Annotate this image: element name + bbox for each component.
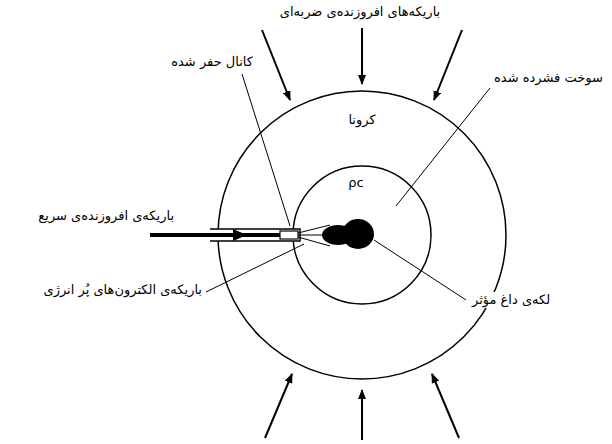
compression-beam — [265, 374, 292, 438]
callout-label: سوخت فشرده شده — [492, 70, 605, 86]
compression-beam — [361, 28, 363, 84]
ignitor-beam — [150, 233, 246, 237]
hot-spot — [342, 219, 374, 249]
callout-label: کانال حفر شده — [169, 54, 255, 70]
leader-line — [242, 74, 290, 226]
region-label: ρc — [348, 175, 363, 191]
ignitor-beam — [246, 233, 282, 237]
callout-label: باریکه‌ی افروزنده‌ی سریع — [36, 208, 176, 224]
callout-label: باریکه‌های افروزنده‌ی ضربه‌ای — [278, 4, 442, 20]
leader-line — [374, 240, 466, 300]
compression-beam — [262, 30, 290, 100]
beam-tip — [280, 231, 298, 239]
compression-beam — [361, 390, 363, 440]
compression-beam — [434, 30, 462, 100]
region-label: کرونا — [348, 112, 375, 128]
leader-line — [206, 244, 304, 292]
callout-label: لکه‌ی داغ مؤثر — [470, 292, 552, 308]
compression-beam — [432, 374, 459, 438]
callout-label: باریکه‌ی الکترون‌های پُر انرژی — [41, 282, 204, 298]
leader-line — [396, 88, 490, 206]
